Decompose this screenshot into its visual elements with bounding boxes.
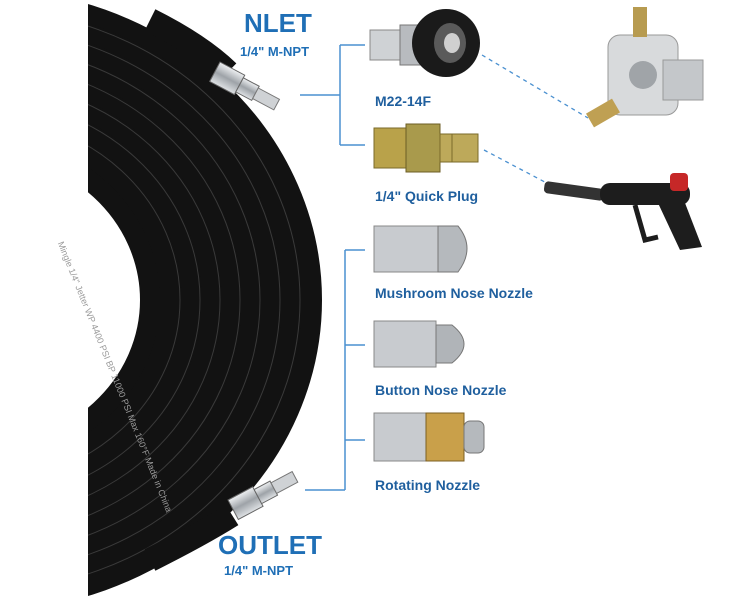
quick-plug-icon	[373, 123, 479, 173]
outlet-title: OUTLET	[218, 530, 322, 560]
item-label-rotating: Rotating Nozzle	[375, 477, 480, 493]
inlet-title: NLET	[244, 8, 312, 38]
spray-gun-image	[543, 173, 702, 250]
m22-fitting-icon	[369, 9, 480, 77]
rotating-nozzle-icon	[373, 412, 485, 462]
item-label-button: Button Nose Nozzle	[375, 382, 507, 398]
inlet-spec: 1/4" M-NPT	[240, 44, 310, 59]
item-label-mushroom: Mushroom Nose Nozzle	[375, 285, 533, 301]
item-label-m22: M22-14F	[375, 93, 432, 109]
button-nozzle-icon	[373, 320, 465, 368]
item-label-quick-plug: 1/4" Quick Plug	[375, 188, 479, 204]
outlet-spec: 1/4" M-NPT	[224, 563, 294, 578]
pressure-washer-pump-image	[586, 7, 704, 128]
mushroom-nozzle-icon	[373, 225, 468, 273]
